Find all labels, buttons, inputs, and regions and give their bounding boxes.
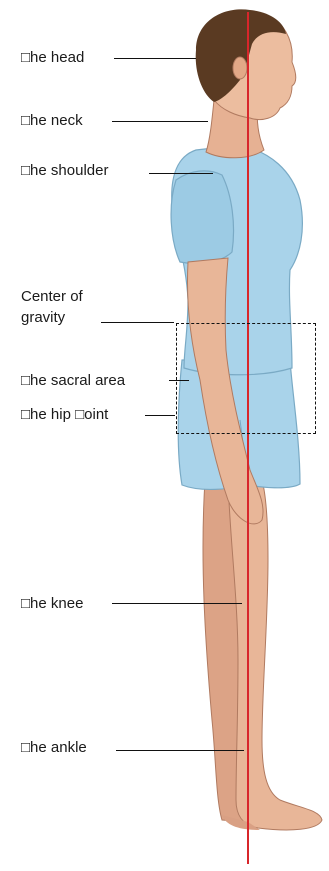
leader-hip-joint: [145, 415, 175, 416]
leader-neck: [112, 121, 208, 122]
leader-knee: [112, 603, 242, 604]
leader-shoulder: [149, 173, 213, 174]
ear: [233, 57, 247, 79]
label-sacral-area: □he sacral area: [21, 371, 125, 390]
label-center-of-gravity-line1: Center of: [21, 287, 83, 306]
leader-sacral-area: [169, 380, 189, 381]
leader-center-of-gravity: [101, 322, 174, 323]
line-of-gravity: [247, 12, 249, 864]
label-center-of-gravity-line2: gravity: [21, 308, 65, 327]
label-neck: □he neck: [21, 111, 83, 130]
label-head: □he head: [21, 48, 84, 67]
leader-ankle: [116, 750, 244, 751]
center-of-gravity-box: [176, 323, 316, 434]
label-knee: □he knee: [21, 594, 83, 613]
label-shoulder: □he shoulder: [21, 161, 108, 180]
label-ankle: □he ankle: [21, 738, 87, 757]
label-hip-joint: □he hip □oint: [21, 405, 108, 424]
front-leg: [228, 480, 322, 830]
sleeve: [171, 171, 233, 264]
leader-head: [114, 58, 196, 59]
